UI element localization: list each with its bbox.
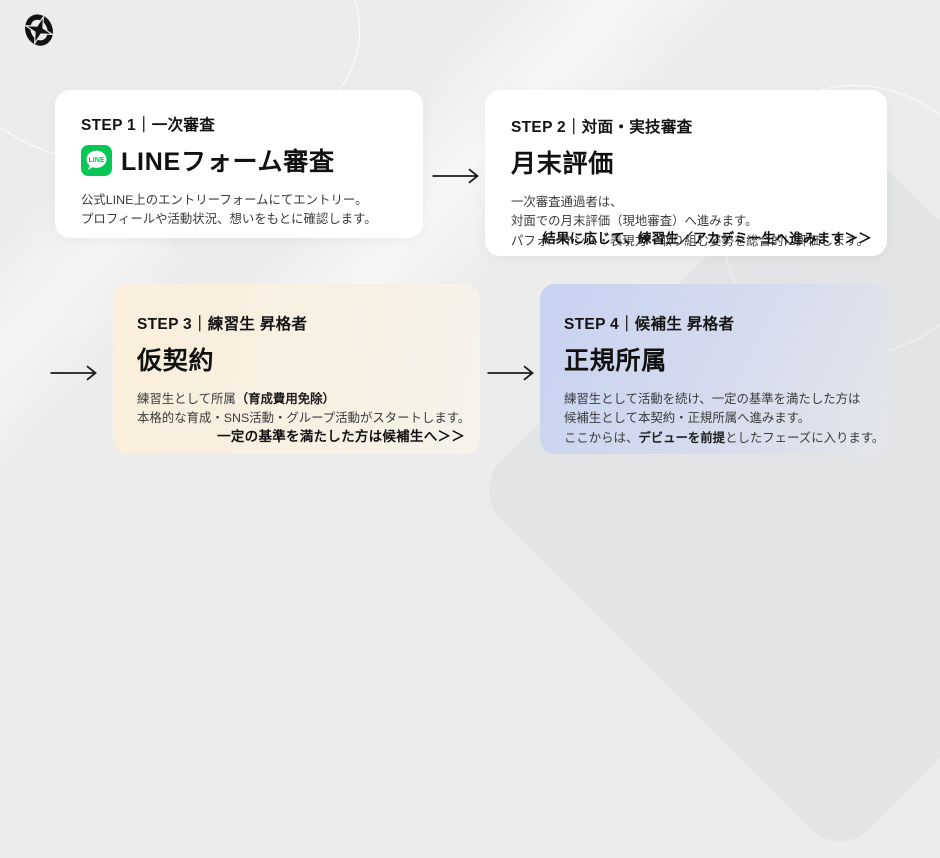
background-diagonal-band <box>0 156 194 784</box>
process-flow-infographic: { "colors": { "background": "#ececed", "… <box>0 0 940 784</box>
step1-card: STEP 1｜一次審査 LINE LINEフォーム審査 公式LINE上のエントリ… <box>55 90 423 238</box>
step4-card: STEP 4｜候補生 昇格者 正規所属 練習生として活動を続け、一定の基準を満た… <box>540 284 888 454</box>
flow-arrow-into-step3-icon <box>50 364 106 382</box>
step3-heading-row: 仮契約 <box>137 341 456 377</box>
flow-arrow-step1-to-step2-icon <box>432 167 479 185</box>
step1-label: STEP 1｜一次審査 <box>81 117 216 134</box>
step3-description: 練習生として所属（育成費用免除） 本格的な育成・SNS活動・グループ活動がスター… <box>137 392 471 426</box>
step4-description: 練習生として活動を続け、一定の基準を満たした方は 候補生として本契約・正規所属へ… <box>564 392 885 445</box>
step2-next-note: 結果に応じて、練習生／アカデミー生へ進みます＞＞ <box>542 231 872 246</box>
step3-label: STEP 3｜練習生 昇格者 <box>137 316 308 333</box>
svg-text:LINE: LINE <box>88 156 104 163</box>
flow-arrow-step3-to-step4-icon <box>487 364 534 382</box>
step4-label: STEP 4｜候補生 昇格者 <box>564 316 735 333</box>
step1-heading: LINEフォーム審査 <box>121 148 335 176</box>
step2-label: STEP 2｜対面・実技審査 <box>511 119 693 136</box>
step2-heading: 月末評価 <box>511 150 615 178</box>
step2-card: STEP 2｜対面・実技審査 月末評価 一次審査通過者は、 対面での月末評価（現… <box>485 90 887 256</box>
step4-heading: 正規所属 <box>564 347 668 375</box>
step3-next-note: 一定の基準を満たした方は候補生へ＞＞ <box>217 429 465 444</box>
step3-card: STEP 3｜練習生 昇格者 仮契約 練習生として所属（育成費用免除） 本格的な… <box>113 284 480 454</box>
step1-description: 公式LINE上のエントリーフォームにてエントリー。 プロフィールや活動状況、想い… <box>81 193 377 227</box>
sparkle-ring-logo-icon <box>20 12 58 50</box>
step3-heading: 仮契約 <box>137 347 215 375</box>
step4-heading-row: 正規所属 <box>564 341 864 377</box>
step2-heading-row: 月末評価 <box>511 144 861 180</box>
step1-heading-row: LINE LINEフォーム審査 <box>81 142 397 178</box>
line-app-icon: LINE <box>81 144 112 176</box>
